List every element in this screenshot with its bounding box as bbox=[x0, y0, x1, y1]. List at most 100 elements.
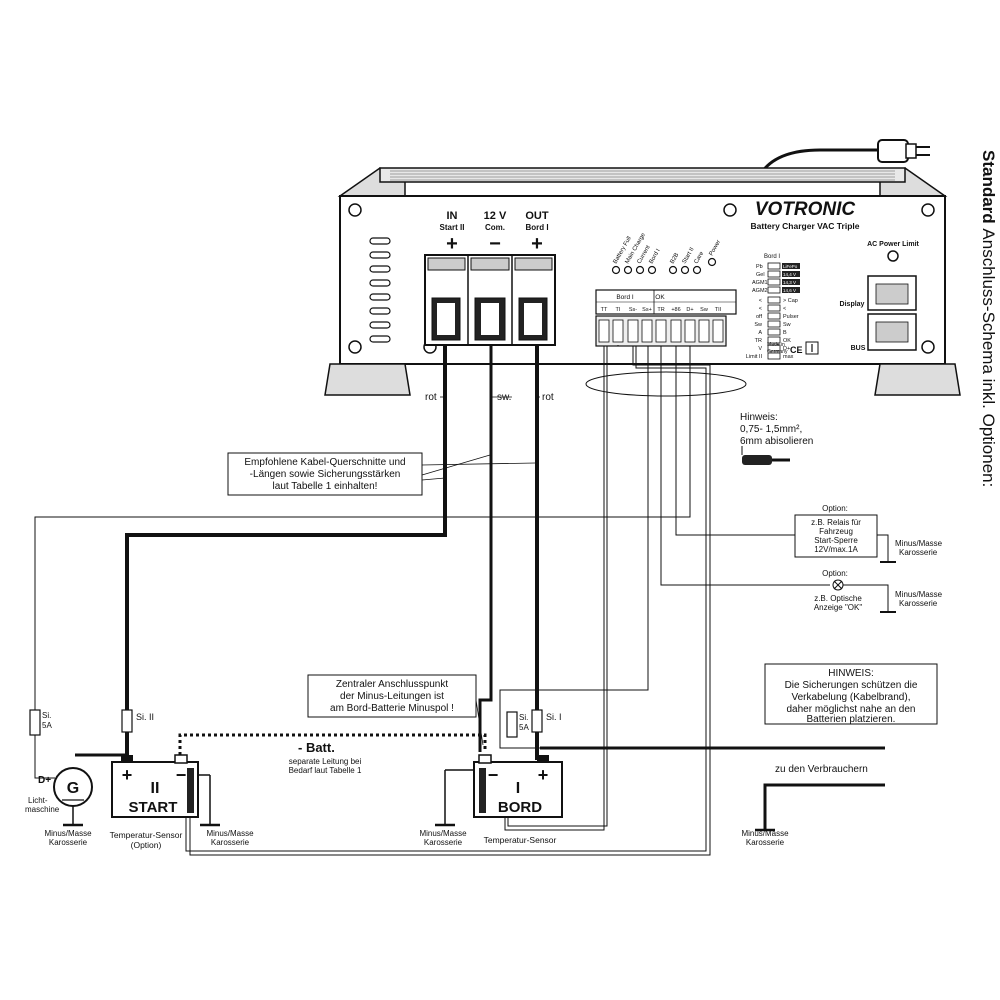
manual-icon bbox=[805, 341, 819, 355]
consumer-ground: Minus/Masse Karosserie bbox=[741, 828, 789, 847]
battery-bord: − + I BORD Minus/Masse Karosserie Temper… bbox=[419, 754, 563, 847]
hinweis-line1: HINWEIS: bbox=[828, 668, 874, 679]
ctrl-label-sw: Sw bbox=[700, 307, 708, 313]
terminal-out-sign: + bbox=[531, 233, 543, 255]
terminal-com-sign: − bbox=[489, 233, 501, 255]
dip-switch-table: < > Cap < < off Pulser Sw Sw A B TR OK V… bbox=[746, 296, 799, 360]
start-name: START bbox=[129, 799, 178, 816]
batt-minus-line1: separate Leitung bei bbox=[289, 757, 362, 766]
generator-ground2: Karosserie bbox=[49, 838, 88, 847]
generator-dplus: D+ bbox=[38, 775, 51, 786]
charger-device: IN Start II + 12 V Com. − OUT Bord I + V… bbox=[324, 139, 961, 396]
generator-label1: Licht- bbox=[28, 796, 48, 805]
bord-row-gel: Gel bbox=[756, 272, 765, 278]
control-terminal-header: Bord I OK TT TI Ss- Ss+ TR +86 D+ Sw TII bbox=[595, 289, 737, 315]
bord-row-agm2: AGM2 bbox=[752, 288, 768, 294]
relay-line1: z.B. Relais für bbox=[811, 518, 861, 527]
fuse-si2: Si. II bbox=[121, 709, 154, 733]
relay-ground-1: Minus/Masse bbox=[895, 539, 943, 548]
side-title-bold: Standard bbox=[979, 150, 998, 224]
led-label-b2b: B2B bbox=[670, 252, 681, 265]
consumer-ground2: Karosserie bbox=[746, 838, 785, 847]
relay-line3: Start-Sperre bbox=[814, 536, 858, 545]
bord-right-2: 14,3 V bbox=[783, 280, 796, 285]
vent-slots bbox=[369, 237, 391, 343]
lamp-line1: z.B. Optische bbox=[814, 594, 862, 603]
ctrl-label-tii: TII bbox=[715, 307, 722, 313]
cable-hint-line3: 6mm abisolieren bbox=[740, 436, 813, 447]
fuse-5a-generator: Si. 5A bbox=[29, 709, 52, 736]
generator-ground1: Minus/Masse bbox=[44, 829, 92, 838]
lamp-ground-2: Karosserie bbox=[899, 599, 938, 608]
dip-l-3: Sw bbox=[754, 322, 762, 328]
start-ground2: Karosserie bbox=[211, 838, 250, 847]
side-title: Standard Anschluss-Schema inkl. Optionen… bbox=[978, 150, 1000, 850]
start-ground1: Minus/Masse bbox=[206, 829, 254, 838]
made-in-line1: Made in bbox=[767, 342, 785, 348]
dip-r-3: Sw bbox=[783, 322, 791, 328]
lamp-line2: Anzeige "OK" bbox=[814, 603, 863, 612]
dip-l-6: V bbox=[758, 346, 762, 352]
terminal-in-sub: Start II bbox=[440, 223, 465, 232]
start-temp-label1: Temperatur-Sensor bbox=[110, 830, 183, 840]
central-line1: Zentraler Anschlusspunkt bbox=[336, 679, 449, 690]
batt-minus-line2: Bedarf laut Tabelle 1 bbox=[289, 766, 362, 775]
terminal-out-sub: Bord I bbox=[525, 223, 548, 232]
relay-line2: Fahrzeug bbox=[819, 527, 853, 536]
ac-power-limit-label: AC Power Limit bbox=[867, 241, 919, 248]
dip-r-0: > Cap bbox=[783, 298, 798, 304]
hinweis-line5: Batterien platzieren. bbox=[807, 714, 896, 725]
ac-power-limit-knob[interactable] bbox=[887, 250, 899, 262]
dip-l-0: < bbox=[759, 298, 762, 304]
made-in-line2: Germany bbox=[767, 349, 788, 355]
lamp-ground-1: Minus/Masse bbox=[895, 590, 943, 599]
recommend-line2: -Längen sowie Sicherungsstärken bbox=[250, 469, 401, 480]
dip-r-5: OK bbox=[783, 338, 791, 344]
bus-port-label: BUS bbox=[851, 345, 866, 352]
generator: G D+ Licht- maschine Minus/Masse Karosse… bbox=[25, 767, 93, 847]
bord-right-1: 14,4 V bbox=[783, 272, 796, 277]
dip-r-1: < bbox=[783, 306, 786, 312]
ctrl-label-86: +86 bbox=[671, 307, 680, 313]
recommend-line1: Empfohlene Kabel-Querschnitte und bbox=[244, 457, 405, 468]
ac-plug bbox=[877, 139, 930, 163]
terminal-com-sub: Com. bbox=[485, 223, 505, 232]
fuse-5a-gen-line2: 5A bbox=[42, 721, 52, 730]
display-port-label: Display bbox=[840, 301, 865, 308]
stripped-wire-icon bbox=[741, 446, 790, 465]
fuse-5a-bord: Si. 5A bbox=[506, 711, 529, 738]
dip-l-5: TR bbox=[755, 338, 762, 344]
option-lamp-label: Option: bbox=[822, 569, 848, 578]
generator-label2: maschine bbox=[25, 805, 60, 814]
lamp-icon bbox=[832, 579, 844, 591]
bord-ground1: Minus/Masse bbox=[419, 829, 467, 838]
bord-type-table: Bord I Pb Gel AGM1 AGM2 LiFePo 14,4 V 14… bbox=[752, 254, 800, 294]
wire-start-plus bbox=[125, 346, 447, 760]
fuse-si2-label: Si. II bbox=[136, 712, 154, 722]
ctrl-label-tt: TT bbox=[601, 307, 608, 313]
option-relay-label: Option: bbox=[822, 504, 848, 513]
wire-label-sw: sw. bbox=[497, 392, 511, 403]
power-terminal-block bbox=[424, 254, 556, 346]
control-terminal-block bbox=[595, 315, 727, 347]
wire-label-rot2: rot bbox=[542, 392, 554, 403]
consumer-ground1: Minus/Masse bbox=[741, 829, 789, 838]
central-line2: der Minus-Leitungen ist bbox=[340, 691, 444, 702]
ctrl-label-ti: TI bbox=[616, 307, 621, 313]
wire-label-rot1: rot bbox=[425, 392, 437, 403]
wire-consumers-minus bbox=[763, 783, 885, 830]
ctrl-label-ss-: Ss- bbox=[629, 307, 637, 313]
hinweis-line3: Verkabelung (Kabelbrand), bbox=[792, 692, 911, 703]
dip-l-7: Limit II bbox=[746, 354, 763, 360]
bord-ground2: Karosserie bbox=[424, 838, 463, 847]
start-temp-sensor bbox=[187, 768, 194, 813]
cable-hint-line2: 0,75- 1,5mm², bbox=[740, 424, 802, 435]
bord-number: I bbox=[516, 780, 520, 797]
central-minus-box: Zentraler Anschlusspunkt der Minus-Leitu… bbox=[307, 674, 484, 746]
bord-row-pb: Pb bbox=[756, 264, 763, 270]
bord-right-0: LiFePo bbox=[783, 264, 798, 269]
start-plus: + bbox=[122, 765, 133, 785]
ctrl-group-bord: Bord I bbox=[616, 294, 634, 301]
fuse-5a-bord-line2: 5A bbox=[519, 723, 529, 732]
